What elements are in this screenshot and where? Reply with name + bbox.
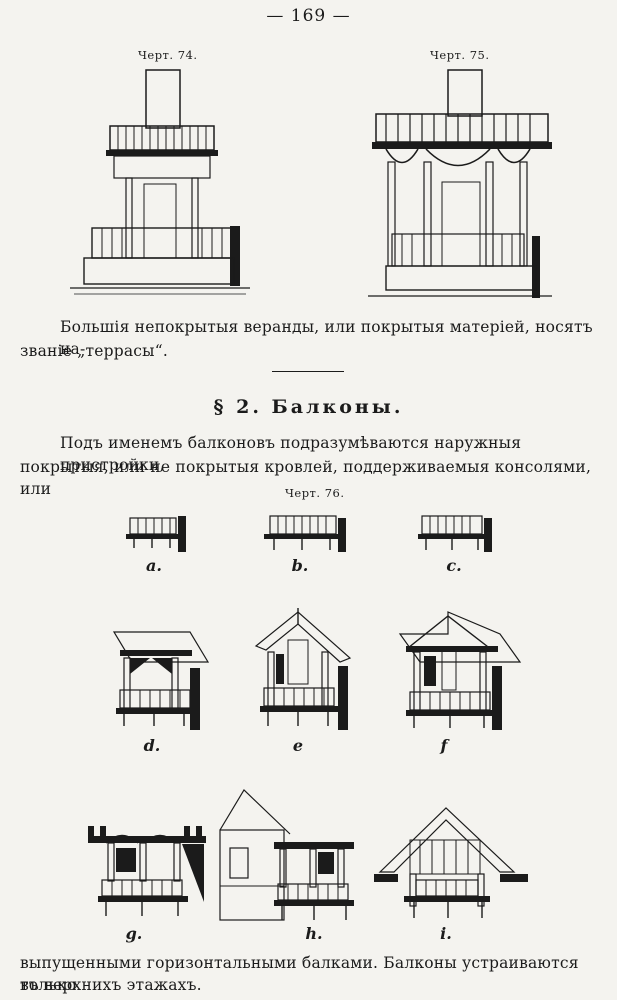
figure-76g-balcony-drawing (88, 826, 206, 916)
figure-76e-balcony-drawing (254, 608, 352, 730)
figure-76c-balcony-drawing (418, 515, 492, 552)
figure-letter-i: i. (440, 924, 452, 943)
section-heading: § 2. Балконы. (213, 396, 404, 418)
caption-fig-75: Черт. 75. (430, 48, 490, 62)
caption-fig-74: Черт. 74. (138, 48, 198, 62)
section-divider (272, 371, 344, 372)
figure-76f-balcony-drawing (398, 611, 522, 730)
paragraph-2-line-2: покрытыя, или не покрытыя кровлей, подде… (20, 458, 592, 498)
paragraph-1-line-1: Большія непокрытыя веранды, или покрытыя… (60, 318, 593, 358)
paragraph-3-line-1: выпущенными горизонтальными балками. Бал… (20, 954, 579, 994)
figure-76b-balcony-drawing (264, 515, 346, 552)
page-number: — 169 — (266, 6, 351, 26)
figure-76i-balcony-drawing (374, 807, 528, 918)
figure-76d-balcony-drawing (112, 631, 210, 730)
figure-letter-b: b. (291, 556, 309, 575)
paragraph-3-line-2: въ верхнихъ этажахъ. (20, 976, 202, 994)
figure-letter-c: c. (446, 556, 462, 575)
caption-fig-76: Черт. 76. (285, 486, 345, 500)
figure-letter-a: a. (146, 556, 162, 575)
figure-76a-balcony-drawing (126, 516, 186, 552)
figure-letter-d: d. (143, 736, 161, 755)
paragraph-1-line-2: званіе „террасы“. (20, 342, 168, 360)
figure-75-veranda-drawing (368, 69, 552, 298)
figure-letter-f: f (440, 736, 448, 755)
figure-74-veranda-drawing (70, 69, 250, 295)
figure-76h-balcony-drawing (219, 789, 354, 921)
figure-letter-e: e (292, 736, 304, 755)
figure-letter-g: g. (125, 924, 143, 943)
figure-letter-h: h. (305, 924, 323, 943)
paragraph-2-line-1: Подъ именемъ балконовъ подразумѣваются н… (60, 434, 522, 474)
